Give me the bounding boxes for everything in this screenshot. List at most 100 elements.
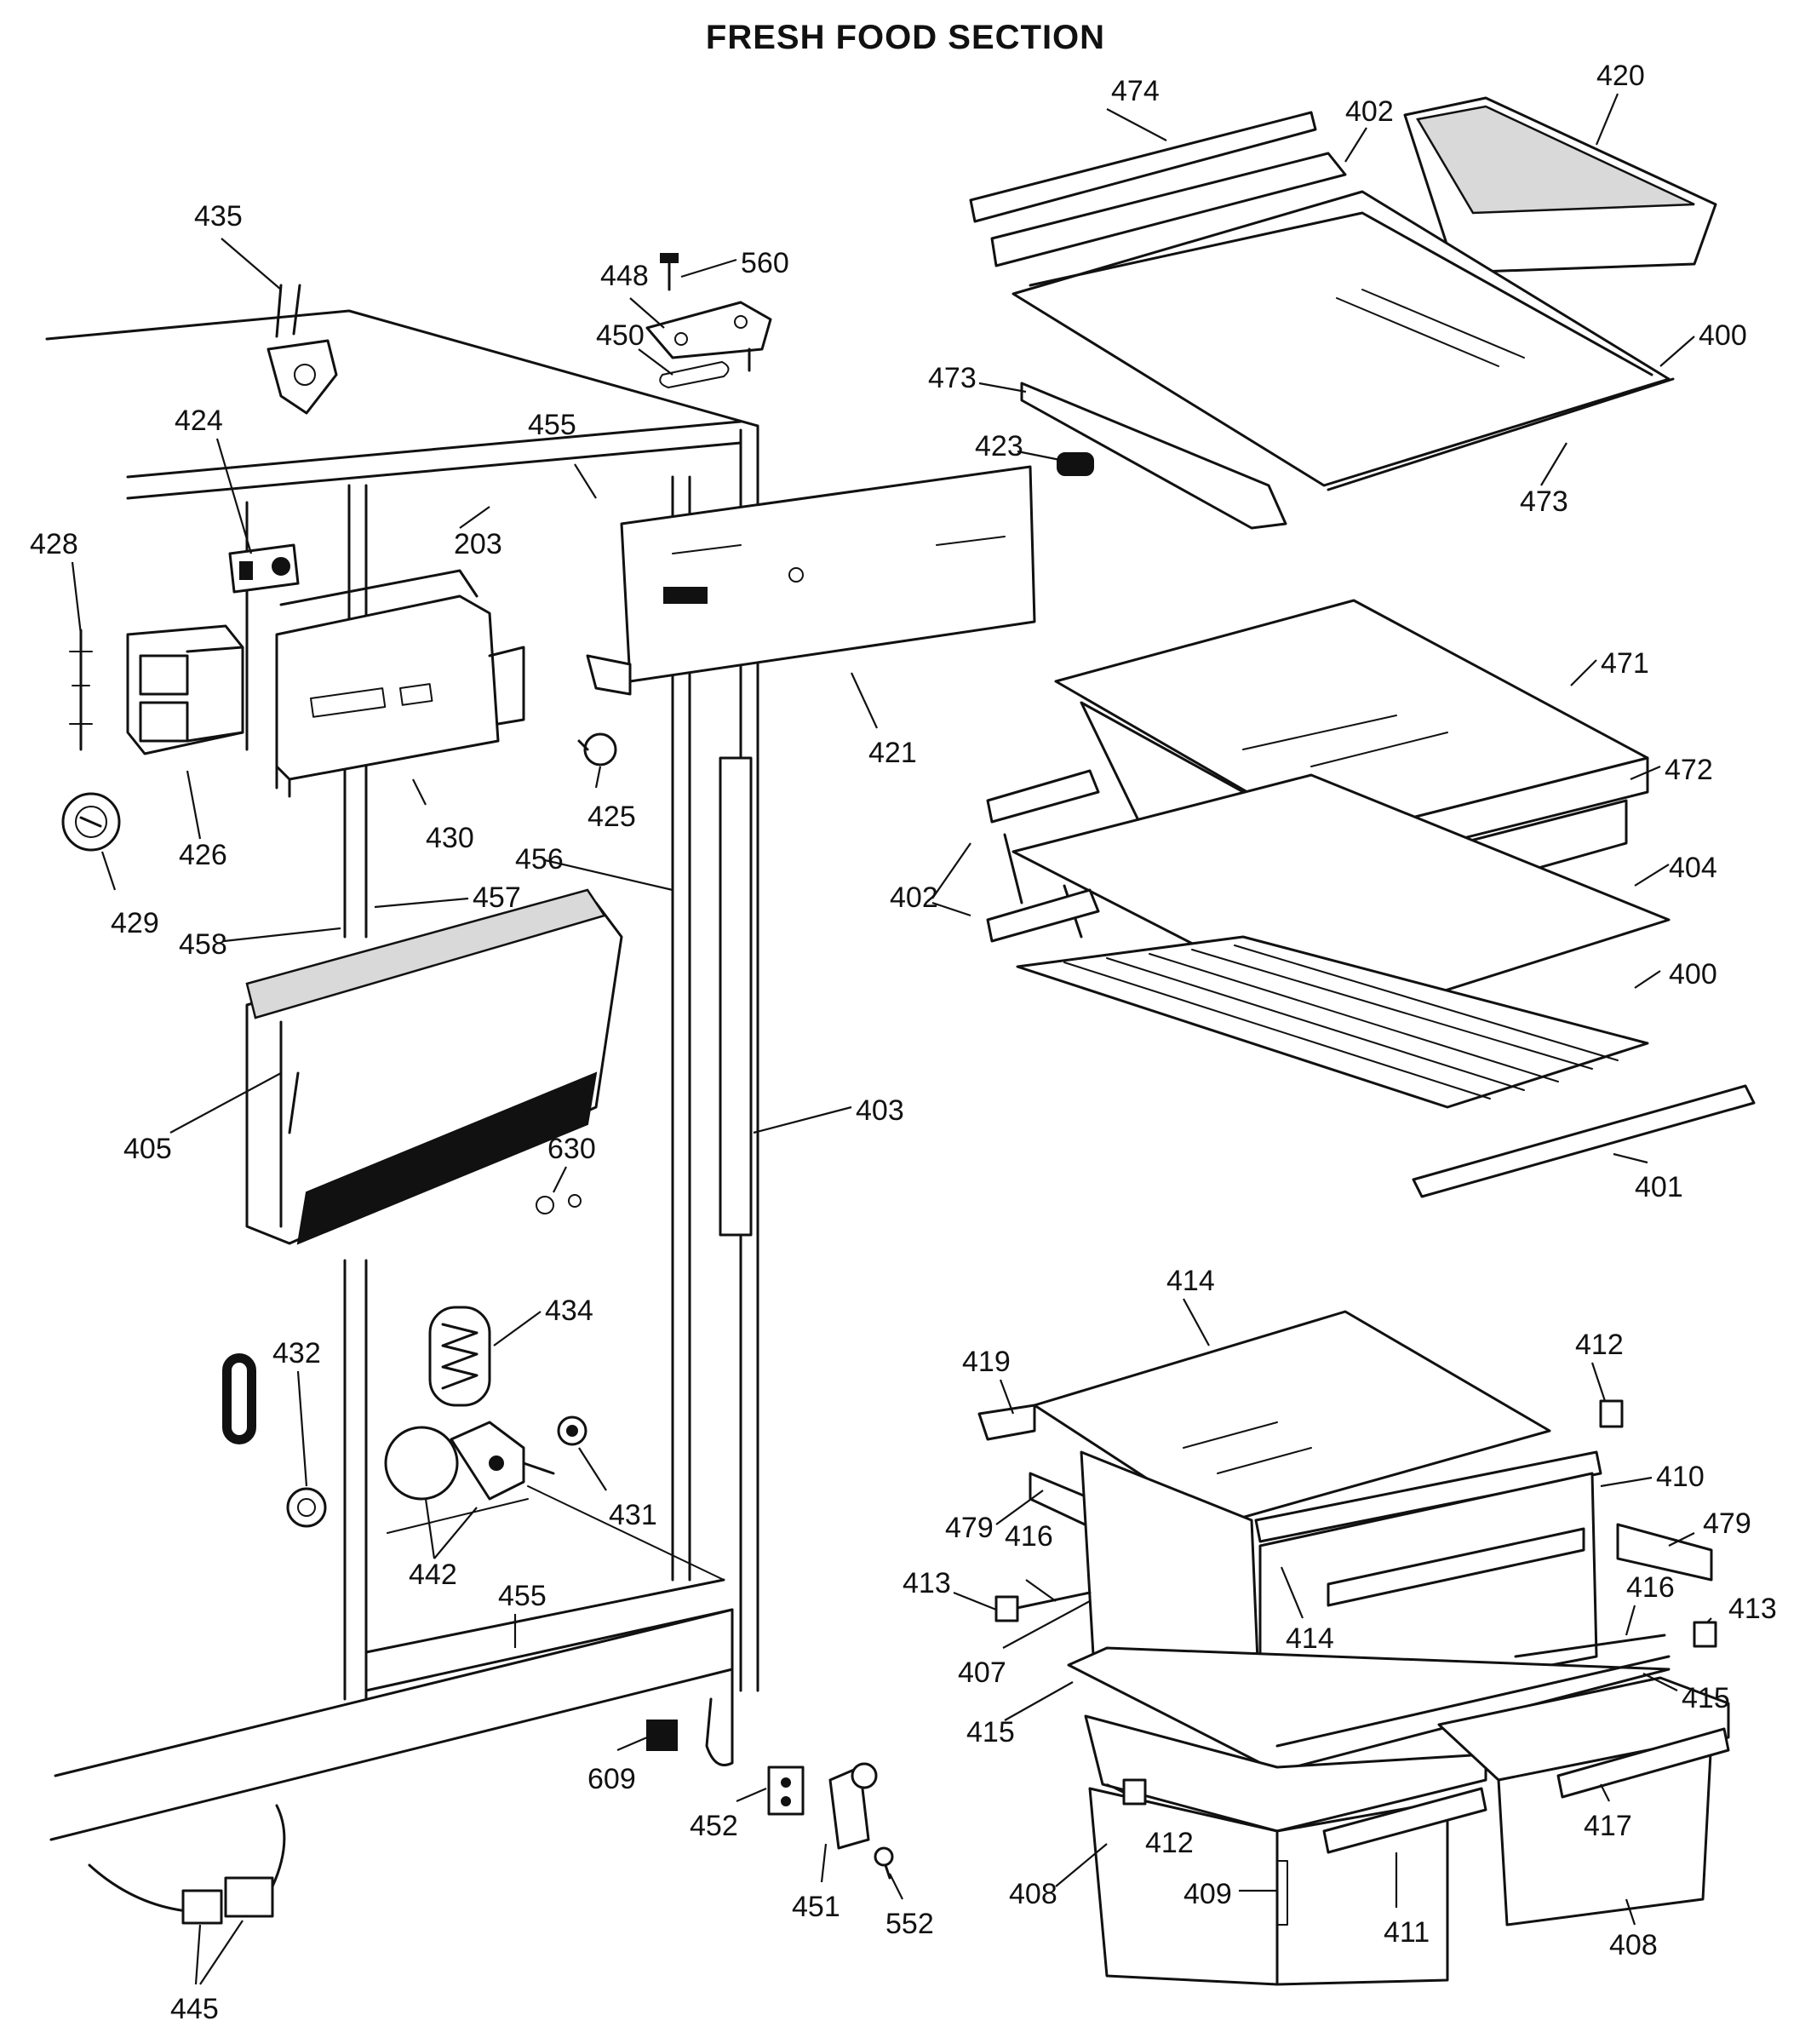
callout-451: 451 bbox=[792, 1891, 840, 1923]
callout-420: 420 bbox=[1596, 60, 1645, 92]
callout-435: 435 bbox=[194, 200, 243, 233]
shelf-frame-400 bbox=[1012, 190, 1675, 491]
thermostat-424 bbox=[228, 543, 300, 594]
callout-448: 448 bbox=[600, 260, 649, 292]
callout-560: 560 bbox=[741, 247, 789, 279]
callout-431: 431 bbox=[609, 1499, 657, 1531]
callout-413: 413 bbox=[903, 1567, 951, 1599]
callout-203: 203 bbox=[454, 528, 502, 560]
callout-442: 442 bbox=[409, 1559, 457, 1591]
callout-412: 412 bbox=[1575, 1329, 1624, 1361]
callout-552: 552 bbox=[885, 1908, 934, 1940]
callout-474: 474 bbox=[1111, 75, 1160, 107]
callout-417: 417 bbox=[1584, 1810, 1632, 1842]
control-panel-421 bbox=[586, 465, 1036, 696]
callout-472: 472 bbox=[1665, 754, 1713, 786]
page-title: FRESH FOOD SECTION bbox=[705, 19, 1106, 56]
slide-479-right bbox=[1616, 1523, 1713, 1582]
callout-458: 458 bbox=[179, 928, 227, 961]
callout-429: 429 bbox=[111, 907, 159, 939]
callout-411: 411 bbox=[1384, 1916, 1430, 1949]
screw-552 bbox=[874, 1846, 894, 1880]
trim-401 bbox=[1412, 1084, 1756, 1198]
sensor-clip-428 bbox=[69, 629, 93, 751]
callout-430: 430 bbox=[426, 822, 474, 854]
callout-408: 408 bbox=[1009, 1878, 1057, 1910]
callout-455: 455 bbox=[528, 409, 576, 441]
callout-423: 423 bbox=[975, 430, 1023, 462]
rod-416-left bbox=[1007, 1591, 1092, 1611]
bin-420 bbox=[1403, 96, 1717, 274]
callout-432: 432 bbox=[272, 1337, 321, 1369]
callout-400: 400 bbox=[1699, 319, 1747, 352]
control-cover-430 bbox=[275, 569, 525, 798]
callout-labels: 474 402 420 435 448 560 450 400 473 473 … bbox=[30, 60, 1777, 2025]
bracket-451 bbox=[828, 1762, 878, 1850]
plug-630 bbox=[536, 1194, 582, 1214]
callout-415: 415 bbox=[1682, 1682, 1730, 1714]
callout-471: 471 bbox=[1601, 647, 1649, 680]
label-409 bbox=[1276, 1860, 1288, 1926]
callout-416: 416 bbox=[1005, 1520, 1053, 1553]
callout-409: 409 bbox=[1183, 1878, 1232, 1910]
callout-414: 414 bbox=[1166, 1265, 1215, 1297]
clip-413-right bbox=[1693, 1621, 1717, 1648]
callout-403: 403 bbox=[856, 1094, 904, 1127]
callout-413: 413 bbox=[1728, 1593, 1777, 1625]
bushing-432 bbox=[286, 1487, 327, 1528]
callout-412: 412 bbox=[1145, 1827, 1194, 1859]
callout-410: 410 bbox=[1656, 1461, 1705, 1493]
callout-479: 479 bbox=[945, 1512, 994, 1544]
callout-445: 445 bbox=[170, 1993, 219, 2025]
control-assembly-442 bbox=[384, 1421, 555, 1501]
callout-421: 421 bbox=[868, 737, 917, 769]
screw-560 bbox=[660, 253, 679, 291]
clip-413-left bbox=[994, 1595, 1019, 1622]
shelf-ladder-403 bbox=[719, 756, 753, 1237]
housing-426 bbox=[126, 624, 244, 755]
shelf-trims-402-pair bbox=[986, 769, 1100, 943]
switch-609 bbox=[646, 1720, 678, 1751]
callout-630: 630 bbox=[547, 1133, 596, 1165]
harness-445 bbox=[88, 1804, 286, 1925]
callout-402: 402 bbox=[890, 881, 938, 914]
callout-450: 450 bbox=[596, 319, 645, 352]
callout-473: 473 bbox=[928, 362, 977, 394]
vent-434 bbox=[428, 1306, 491, 1407]
plate-452 bbox=[767, 1766, 805, 1816]
wire-shelf-400 bbox=[1016, 935, 1649, 1109]
support-419 bbox=[977, 1404, 1036, 1441]
callout-473: 473 bbox=[1520, 485, 1568, 518]
callout-408: 408 bbox=[1609, 1929, 1658, 1961]
callout-426: 426 bbox=[179, 839, 227, 871]
rod-416-right bbox=[1514, 1633, 1666, 1658]
light-socket-435 bbox=[266, 284, 338, 415]
callout-434: 434 bbox=[545, 1295, 593, 1327]
callout-452: 452 bbox=[690, 1810, 738, 1842]
callout-414: 414 bbox=[1286, 1622, 1334, 1655]
callout-609: 609 bbox=[587, 1763, 636, 1795]
leader-lines bbox=[71, 93, 1712, 1985]
callout-407: 407 bbox=[958, 1656, 1006, 1689]
shelf-trim-474 bbox=[969, 111, 1317, 223]
dial-429 bbox=[61, 792, 121, 852]
bushing-431 bbox=[557, 1415, 587, 1446]
callout-401: 401 bbox=[1635, 1171, 1683, 1203]
callout-457: 457 bbox=[473, 881, 521, 914]
callout-479: 479 bbox=[1703, 1507, 1751, 1540]
grommet-432 bbox=[222, 1353, 256, 1444]
handle-417 bbox=[1556, 1727, 1730, 1799]
knob-425 bbox=[577, 732, 617, 766]
clip-412-top bbox=[1599, 1399, 1624, 1428]
callout-455: 455 bbox=[498, 1580, 547, 1612]
callout-456: 456 bbox=[515, 843, 564, 876]
hinge-448 bbox=[645, 301, 772, 372]
spacer-423 bbox=[1057, 452, 1094, 476]
shroud-405 bbox=[245, 888, 623, 1245]
callout-402: 402 bbox=[1345, 95, 1394, 128]
trim-410 bbox=[1254, 1450, 1602, 1543]
handle-411 bbox=[1322, 1787, 1487, 1854]
shelf-trim-402 bbox=[990, 152, 1347, 267]
